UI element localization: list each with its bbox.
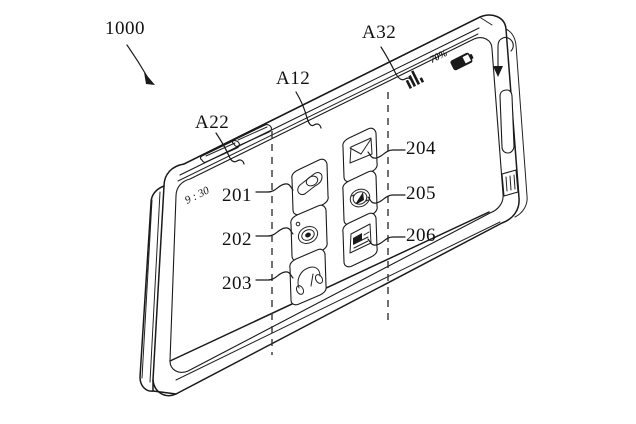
weather-cloud-blob [305,175,319,187]
app-icon-camera[interactable] [290,204,328,262]
ref-label-201: 201 [222,185,252,206]
device-top-edge-band-inner2 [177,33,479,182]
nav-back-icon[interactable] [493,37,514,77]
recents-bar-3 [513,174,516,190]
ref-label-a12: A12 [276,68,311,89]
ref-label-202: 202 [222,229,252,250]
news-text-line-1 [353,240,369,249]
leader-205 [367,194,406,204]
ref-label-a32: A32 [362,22,397,43]
device-bottom-thickness [152,390,177,395]
app-icon-weather[interactable] [291,158,329,216]
leader-204 [367,149,406,159]
app-icon-news[interactable] [342,212,378,268]
device-bottom-bevel-inner [175,221,501,381]
ref-label-a22: A22 [195,112,230,133]
news-page-icon [349,223,372,254]
recents-bar-1 [505,176,508,192]
camera-lens-inner [305,232,311,238]
leader-203 [255,271,294,281]
app-icon-headphones-tile[interactable] [289,248,327,306]
battery-icon [450,52,474,71]
device-right-side-wall [505,28,528,218]
news-image-block [353,233,362,245]
compass-dial-outer [349,188,371,208]
ref-label-206: 206 [406,225,436,246]
volume-button-upper-detail [237,126,268,141]
leader-1000-arrowhead [144,72,155,85]
device-bottom-bevel [169,211,490,362]
headphones-earcup-left [295,285,305,295]
recents-bar-2 [509,175,512,191]
ref-label-1000: 1000 [105,18,145,39]
device-body [139,14,528,397]
ref-label-204: 204 [406,138,436,159]
ref-label-205: 205 [406,183,436,204]
news-text-line-2 [353,236,369,245]
leader-a12 [295,91,322,129]
device-front-face-outline [152,14,520,397]
compass-needle-icon [356,192,364,204]
camera-lens-outer [297,226,319,244]
compass-dial-inner [352,191,368,205]
leader-a22 [215,132,245,165]
home-bar-icon[interactable] [499,89,515,154]
back-arrow-head [493,66,503,77]
device-top-edge-band [183,16,481,165]
mail-envelope-flap [349,138,372,155]
camera-lens-mid [301,229,315,241]
nav-home-icon[interactable] [499,89,515,154]
app-icon-mail[interactable] [342,127,378,183]
nav-recents-icon[interactable] [501,169,519,197]
volume-button-lower-detail [205,142,236,157]
leader-a32 [380,46,413,82]
device-right-corner-crease [480,17,493,26]
volume-buttons[interactable] [199,124,272,163]
app-icon-headphones[interactable] [289,248,327,306]
mail-envelope-icon [349,137,373,164]
device-left-thickness-crease2 [149,191,161,383]
device-left-thickness-crease [141,199,153,379]
device-top-edge-band-inner [179,27,480,176]
app-icon-compass[interactable] [342,170,378,226]
camera-flash-icon [295,221,301,227]
leader-201 [255,183,294,193]
volume-button-lower[interactable] [199,140,240,163]
leader-206 [367,236,406,246]
headphones-earcup-right [314,274,324,284]
ref-label-203: 203 [222,273,252,294]
news-text-line-3 [363,231,370,236]
device-left-thickness [139,185,165,392]
back-arrow-icon[interactable] [497,37,514,73]
headphones-note-icon [310,273,314,287]
leader-202 [255,227,294,237]
display-area-outline [169,37,504,373]
weather-cloud-icon [297,172,323,196]
compass-tick-marks [351,194,369,202]
headphones-band-icon [297,266,321,289]
